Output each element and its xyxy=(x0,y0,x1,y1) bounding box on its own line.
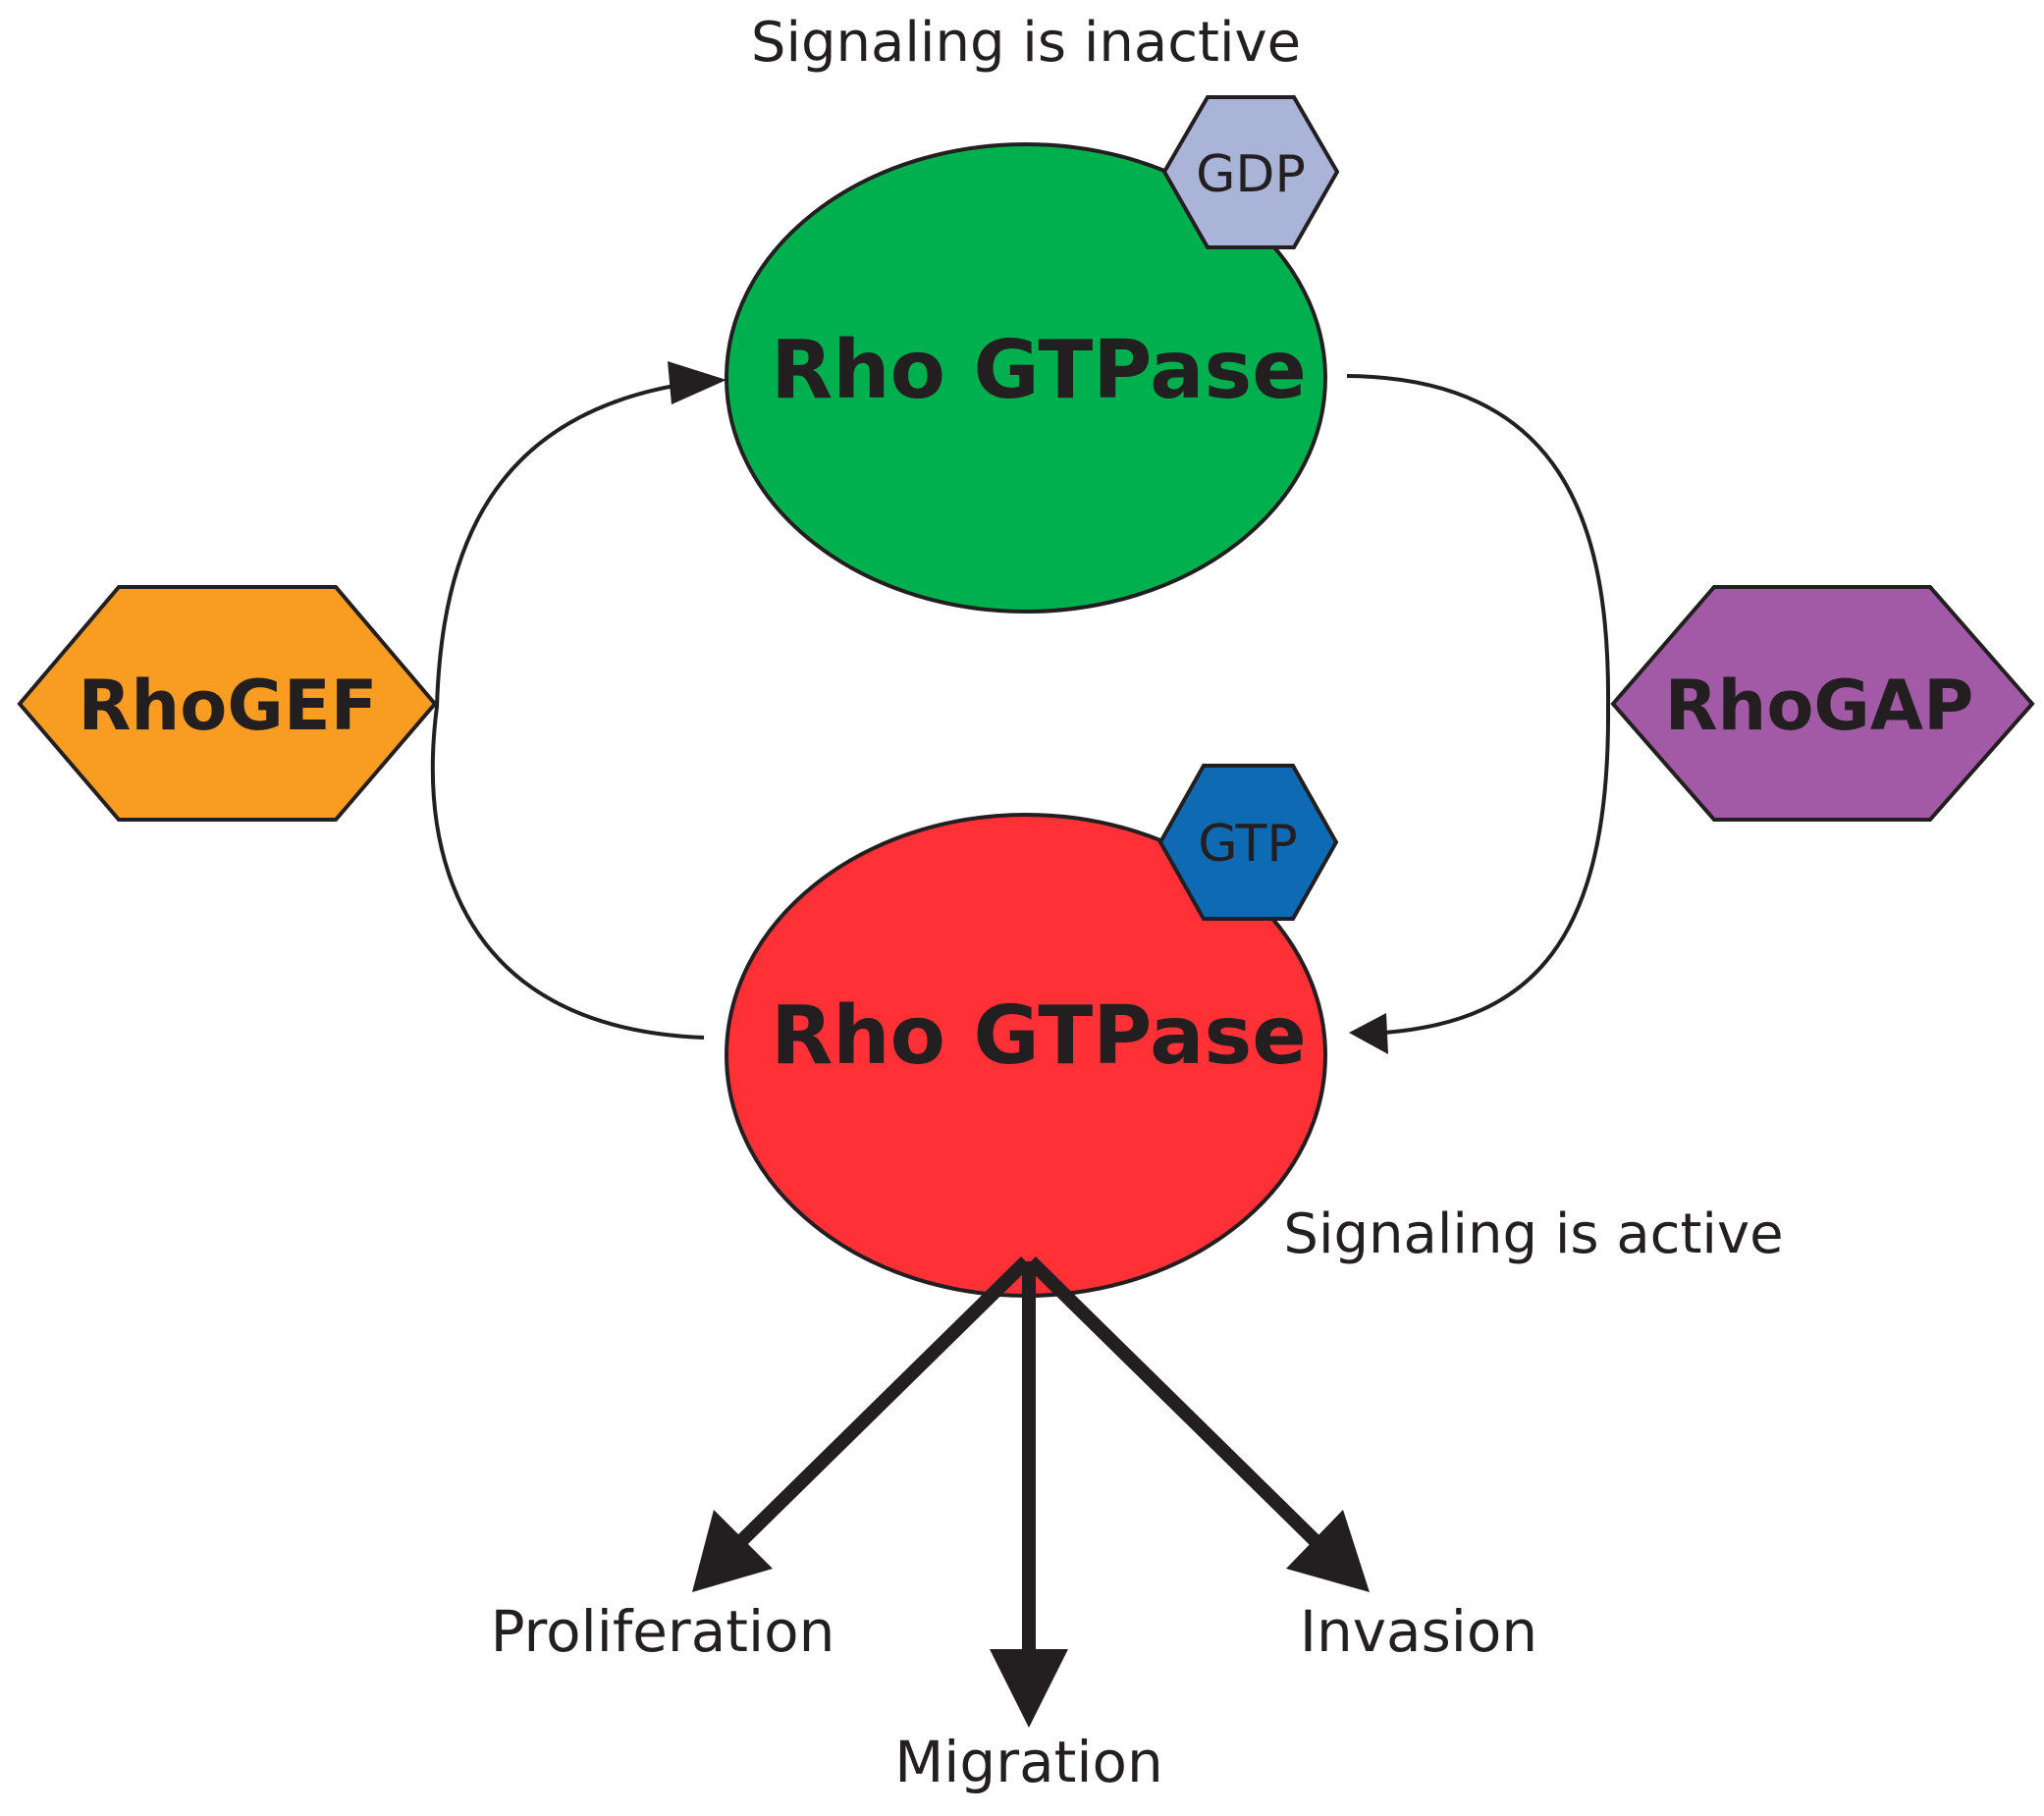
rhogef-hexagon xyxy=(17,585,438,822)
proliferation-arrow-line xyxy=(736,1256,1031,1546)
migration-label: Migration xyxy=(894,1729,1162,1795)
rhogef-label: RhoGEF xyxy=(79,666,378,746)
gtp-label: GTP xyxy=(1198,815,1298,874)
gap-arrowhead xyxy=(1349,1013,1388,1054)
gef-cycle-arrow xyxy=(430,381,705,1040)
invasion-label: Invasion xyxy=(1300,1598,1537,1665)
inactive-rho-gtpase-label: Rho GTPase xyxy=(771,324,1307,417)
gef-arrowhead xyxy=(668,361,726,404)
gdp-hexagon xyxy=(1161,95,1340,249)
proliferation-label: Proliferation xyxy=(491,1598,835,1665)
rhogap-label: RhoGAP xyxy=(1665,666,1974,746)
active-rho-gtpase-label: Rho GTPase xyxy=(771,989,1307,1083)
invasion-arrowhead xyxy=(1286,1510,1370,1592)
rhogap-hexagon xyxy=(1610,585,2035,822)
inactive-status-label: Signaling is inactive xyxy=(751,11,1301,75)
invasion-arrow-line xyxy=(1026,1256,1320,1546)
migration-arrowhead xyxy=(990,1649,1068,1728)
proliferation-arrowhead xyxy=(692,1510,773,1592)
inactive-rho-gtpase xyxy=(725,142,1327,614)
gap-cycle-arrow xyxy=(1346,374,1611,1035)
gtp-hexagon xyxy=(1157,764,1339,921)
gdp-label: GDP xyxy=(1196,145,1306,204)
active-status-label: Signaling is active xyxy=(1283,1202,1783,1266)
